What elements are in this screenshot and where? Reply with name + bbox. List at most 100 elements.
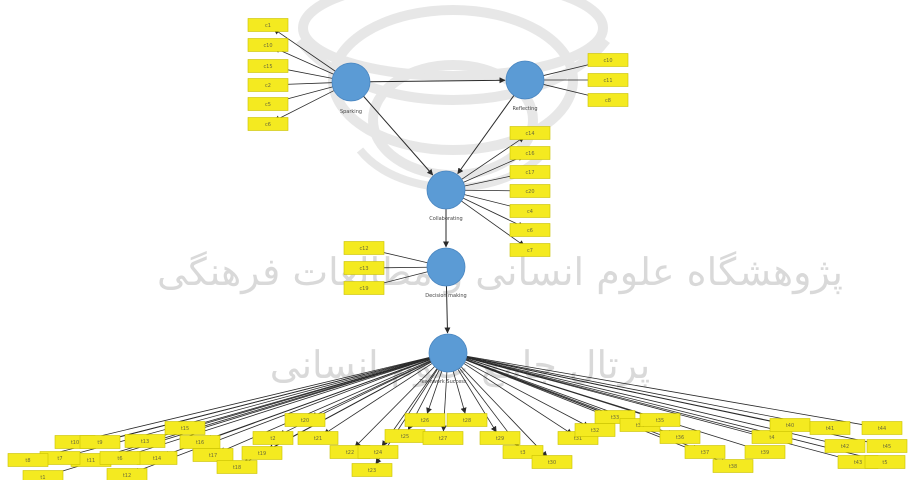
indicator-label: t18 xyxy=(233,465,241,471)
indicator-label: t36 xyxy=(676,435,684,441)
indicator-label: t26 xyxy=(421,418,429,424)
nodes: c1 c10 c15 c2 c5 c6 c10 c11 c8 c14 c16 c17 c20 c4 c6 c7… xyxy=(7,18,908,480)
indicator-label: t2 xyxy=(270,436,275,442)
indicator-teamwork-40: t5 xyxy=(864,455,906,469)
indicator-teamwork-42: t7 xyxy=(39,451,81,465)
indicator-label: t29 xyxy=(496,436,504,442)
latent-reflecting: Reflecting xyxy=(505,60,545,112)
watermark-line-1: پژوهشگاه علوم انسانی و مطالعات فرهنگی xyxy=(157,250,843,295)
latent-decision: Decision making xyxy=(425,247,467,299)
indicator-label: c10 xyxy=(263,43,272,49)
indicator-edge xyxy=(466,357,852,462)
indicator-teamwork-33: t4 xyxy=(751,430,793,444)
indicator-teamwork-31: t38 xyxy=(712,459,754,473)
indicator-edge xyxy=(460,366,548,458)
indicator-edge xyxy=(464,361,590,428)
indicator-reflecting-2: c8 xyxy=(587,93,629,107)
indicator-label: c4 xyxy=(527,209,533,215)
indicator-label: t14 xyxy=(153,456,161,462)
indicator-teamwork-11: t2 xyxy=(252,431,294,445)
indicator-teamwork-35: t41 xyxy=(809,421,851,435)
indicator-edge xyxy=(466,356,824,429)
indicator-label: c14 xyxy=(525,131,534,137)
indicator-label: t35 xyxy=(656,418,664,424)
indicator-label: c15 xyxy=(263,64,272,70)
indicator-label: t4 xyxy=(769,435,774,441)
indicator-edge xyxy=(466,355,876,429)
indicator-label: t22 xyxy=(346,450,354,456)
indicator-collaborating-5: c6 xyxy=(509,223,551,237)
indicator-label: t44 xyxy=(878,426,886,432)
indicator-edge xyxy=(133,359,431,474)
indicator-teamwork-32: t39 xyxy=(744,445,786,459)
indicator-sparking-3: c2 xyxy=(247,78,289,92)
indicator-sparking-0: c1 xyxy=(247,18,289,32)
latent-circle xyxy=(505,60,545,100)
indicator-label: t41 xyxy=(826,426,834,432)
indicator-edge xyxy=(273,90,335,122)
indicator-edge xyxy=(466,358,759,452)
latent-label: Teamwork Success xyxy=(418,379,466,385)
watermark: پژوهشگاه علوم انسانی و مطالعات فرهنگیپرت… xyxy=(157,0,843,388)
indicator-collaborating-6: c7 xyxy=(509,243,551,257)
indicator-label: c19 xyxy=(359,286,368,292)
indicator-collaborating-2: c17 xyxy=(509,165,551,179)
latent-label: Decision making xyxy=(425,293,466,299)
indicator-sparking-1: c10 xyxy=(247,38,289,52)
path-edge-reflecting-to-collaborating xyxy=(457,95,515,175)
indicator-label: t43 xyxy=(854,460,862,466)
indicator-label: t20 xyxy=(301,418,309,424)
indicator-label: c5 xyxy=(265,102,271,108)
indicator-label: t21 xyxy=(314,436,322,442)
indicator-decision-0: c12 xyxy=(343,241,385,255)
indicator-label: t28 xyxy=(463,418,471,424)
indicator-decision-2: c19 xyxy=(343,281,385,295)
indicator-label: c13 xyxy=(359,266,368,272)
indicator-sparking-5: c6 xyxy=(247,117,289,131)
indicator-label: c16 xyxy=(525,151,534,157)
indicator-label: t30 xyxy=(548,460,556,466)
indicator-teamwork-41: t6 xyxy=(99,451,141,465)
indicator-teamwork-29: t36 xyxy=(659,430,701,444)
indicator-teamwork-12: t20 xyxy=(284,413,326,427)
indicator-label: t7 xyxy=(57,456,62,462)
indicator-reflecting-0: c10 xyxy=(587,53,629,67)
indicator-label: t9 xyxy=(97,440,102,446)
indicator-teamwork-30: t37 xyxy=(684,445,726,459)
indicator-label: c12 xyxy=(359,246,368,252)
indicator-label: t10 xyxy=(71,440,79,446)
indicator-teamwork-25: t32 xyxy=(574,423,616,437)
indicator-edge xyxy=(66,357,430,458)
indicator-label: t1 xyxy=(40,475,45,480)
indicator-teamwork-20: t28 xyxy=(446,413,488,427)
indicator-sparking-4: c5 xyxy=(247,97,289,111)
indicator-teamwork-19: t27 xyxy=(422,431,464,445)
indicator-label: c1 xyxy=(265,23,271,29)
indicator-label: t31 xyxy=(574,436,582,442)
indicator-label: t16 xyxy=(196,440,204,446)
indicator-teamwork-0: t1 xyxy=(22,470,64,480)
indicator-label: t23 xyxy=(368,468,376,474)
latent-teamwork: Teamwork Success xyxy=(418,333,468,385)
indicator-teamwork-21: t29 xyxy=(479,431,521,445)
indicator-teamwork-38: t44 xyxy=(861,421,903,435)
indicator-label: c20 xyxy=(525,189,534,195)
indicator-teamwork-3: t12 xyxy=(106,468,148,480)
indicator-label: t5 xyxy=(882,460,887,466)
indicator-teamwork-18: t26 xyxy=(404,413,446,427)
indicator-edge xyxy=(457,368,497,433)
indicator-edge xyxy=(267,361,432,451)
indicator-label: t25 xyxy=(401,434,409,440)
indicator-collaborating-3: c20 xyxy=(509,184,551,198)
indicator-teamwork-6: t15 xyxy=(164,421,206,435)
indicator-edge xyxy=(466,357,766,437)
indicator-label: c2 xyxy=(265,83,271,89)
indicator-teamwork-8: t17 xyxy=(192,448,234,462)
indicator-collaborating-0: c14 xyxy=(509,126,551,140)
indicator-decision-1: c13 xyxy=(343,261,385,275)
indicator-label: t45 xyxy=(883,444,891,450)
indicator-teamwork-28: t35 xyxy=(639,413,681,427)
indicator-collaborating-1: c16 xyxy=(509,146,551,160)
indicator-label: c11 xyxy=(603,78,612,84)
